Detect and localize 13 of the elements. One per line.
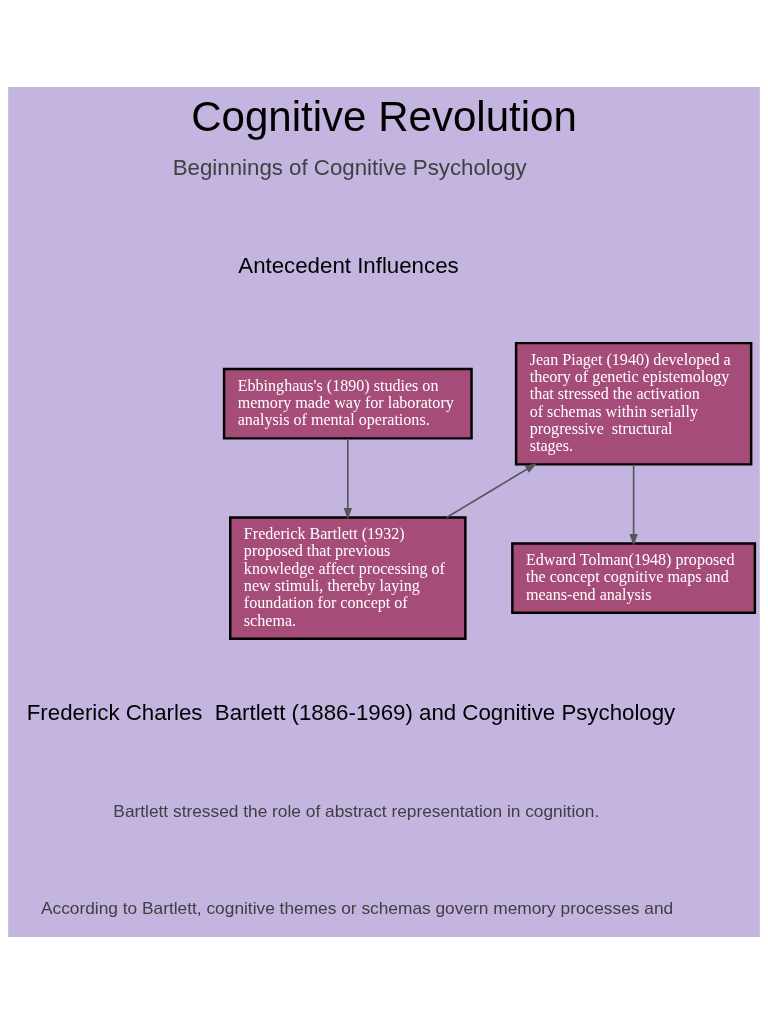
arrow <box>445 463 537 519</box>
arrow <box>629 463 638 546</box>
label: Frederick Charles Bartlett (1886-1969) and Cognitive Psychology <box>26 699 676 725</box>
arrow <box>343 437 352 520</box>
diagram-title: Cognitive Revolution <box>191 92 577 140</box>
label: Bartlett stressed the role of abstract representation in cognition. <box>113 800 600 821</box>
node-box: Ebbinghaus's (1890) studies on memory made way for laboratory analysis of mental operations. <box>222 367 473 440</box>
label: Beginnings of Cognitive Psychology <box>172 155 527 181</box>
label: According to Bartlett, cognitive themes or schemas govern memory processes and <box>40 898 674 919</box>
node-box: Frederick Bartlett (1932) proposed that previous knowledge affect processing of new stimuli, thereby laying foundation for concept of schema. <box>229 516 467 641</box>
node-box: Edward Tolman(1948) proposed the concept cognitive maps and means-end analysis <box>511 542 757 615</box>
label: Antecedent Influences <box>238 253 459 279</box>
node-box: Jean Piaget (1940) developed a theory of genetic epistemology that stressed the activation of schemas within serially progressive structural stages. <box>514 341 753 466</box>
